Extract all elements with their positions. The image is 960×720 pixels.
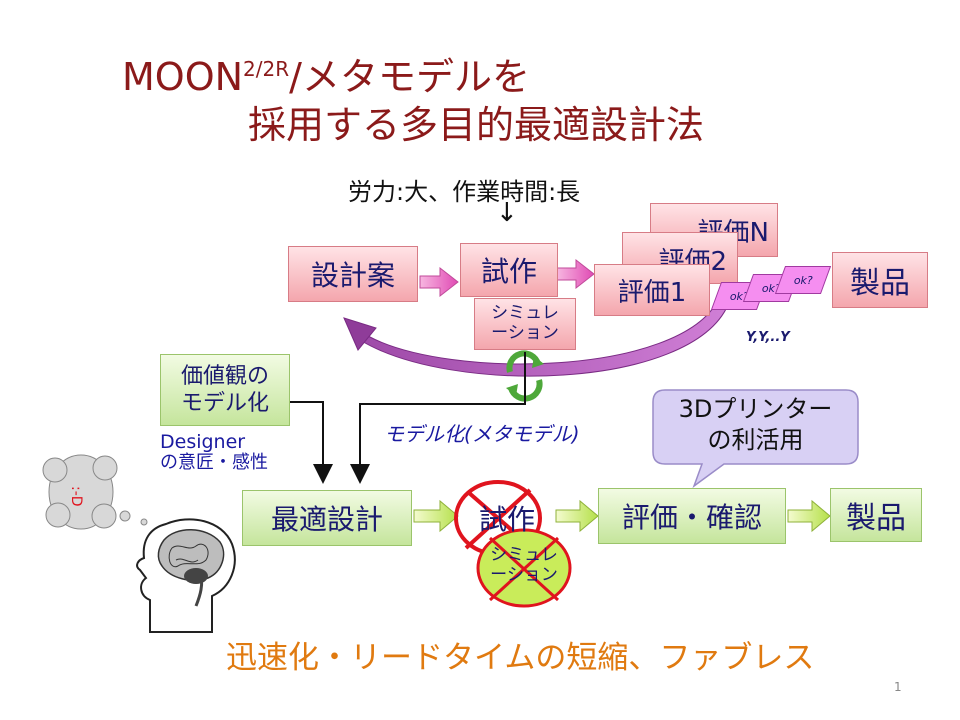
arrow-prototype-to-eval [556, 258, 595, 290]
callout-line2: の利活用 [707, 426, 804, 455]
printer-callout: 3Dプリンター の利活用 [653, 394, 858, 456]
eval-1-box: 評価1 [594, 264, 710, 316]
prototype-box-bottom: 試作 [478, 503, 535, 536]
optimal-design-box: 最適設計 [242, 490, 412, 546]
footer-summary: 迅速化・リードタイムの短縮、ファブレス [226, 640, 815, 676]
svg-text::-D: :-D [68, 486, 84, 507]
title-moon: MOON [122, 55, 244, 99]
product-box-bottom: 製品 [830, 488, 922, 542]
yy-label: Y,Y,..Y [746, 330, 790, 345]
design-plan-box: 設計案 [288, 246, 418, 302]
designer-text: Designer [160, 431, 246, 453]
callout-line1: 3Dプリンター [678, 395, 833, 423]
page-number: 1 [894, 680, 902, 694]
printer-callout-shape [652, 389, 859, 489]
designer-label: Designer の意匠・感性 [160, 432, 268, 473]
feedback-curve-arrow [343, 299, 729, 377]
connector-value-model [290, 401, 333, 484]
simulation-bottom-line2: ーション [490, 564, 558, 585]
title-superscript: 2/2R [243, 57, 290, 81]
simulation-box-top: シミュレ ーション [474, 298, 576, 350]
simulation-bottom-line1: シミュレ [490, 545, 558, 565]
simulation-line2: ーション [491, 323, 559, 343]
prototype-box-top: 試作 [460, 243, 558, 297]
arrow-design-to-prototype [419, 266, 459, 298]
ok-label: ok? [793, 273, 813, 287]
value-model-line1: 価値観の [180, 363, 269, 389]
connector-metamodel [350, 390, 526, 484]
simulation-line1: シミュレ [491, 303, 559, 324]
value-model-box: 価値観の モデル化 [160, 354, 290, 426]
value-model-line2: モデル化 [180, 391, 269, 416]
crossed-simulation-circle [476, 528, 572, 608]
page-title-line1: MOON2/2R/メタモデルを [122, 58, 530, 96]
title-rest: /メタモデルを [289, 55, 530, 99]
designer-sense-text: の意匠・感性 [160, 451, 268, 473]
meta-model-label: モデル化(メタモデル) [384, 422, 580, 446]
arrow-eval-to-product [787, 499, 831, 533]
simulation-box-bottom: シミュレ ーション [482, 545, 566, 585]
page-title-line2: 採用する多目的最適設計法 [248, 103, 705, 147]
labor-note: 労力:大、作業時間:長 [348, 178, 581, 206]
product-box-top: 製品 [832, 252, 928, 308]
recycle-icon [506, 350, 544, 402]
thought-bubble-icon: :-D [42, 454, 148, 530]
brain-head-icon [136, 518, 236, 633]
down-arrow-icon: ↓ [496, 198, 518, 228]
arrow-optimal-to-prototype [413, 499, 459, 533]
eval-confirm-box: 評価・確認 [598, 488, 786, 544]
arrow-prototype-to-eval-bottom [555, 499, 599, 533]
